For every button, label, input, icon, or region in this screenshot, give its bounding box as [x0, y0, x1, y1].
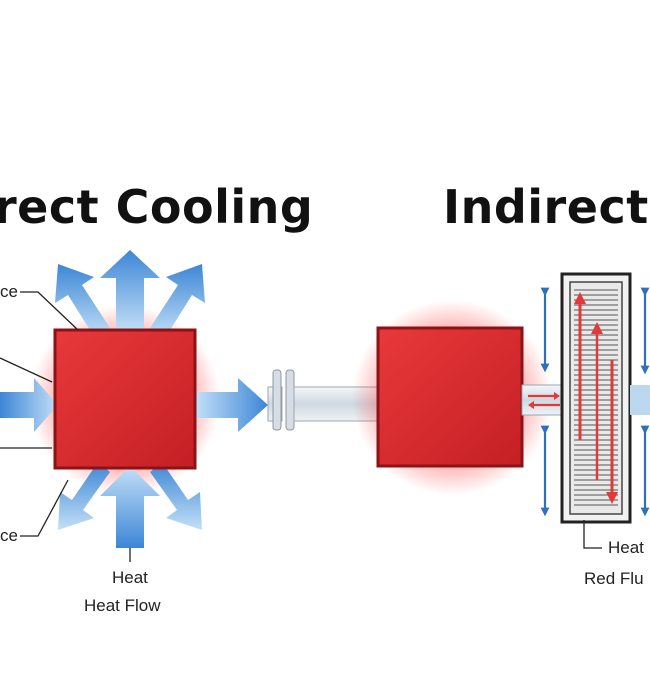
exchanger-right-arrows [630, 287, 650, 517]
indirect-label-red-fluid: Red Flu [584, 569, 644, 588]
leader-heat [583, 520, 602, 549]
indirect-cooling-title: Indirect [443, 180, 649, 234]
direct-label-top-left: ce [0, 282, 18, 301]
pipe-flange-1 [272, 369, 282, 431]
leader-left-1 [0, 357, 53, 383]
exchanger-outlet-pipe [630, 385, 650, 415]
red-fluid-mid-head [591, 322, 603, 334]
arrow-right [195, 378, 268, 432]
direct-label-heat-flow: Heat Flow [84, 596, 161, 615]
direct-label-bottom-left: ce [0, 526, 18, 545]
pipe-flange-2 [285, 369, 295, 431]
direct-cooling-panel [0, 250, 268, 562]
indirect-heat-block [376, 326, 524, 468]
indirect-label-heat: Heat [608, 538, 644, 557]
heat-exchanger [560, 272, 632, 524]
inlet-red-arrow-head-bottom [528, 401, 534, 409]
direct-heat-arrows [0, 250, 268, 548]
arrow-down-left [58, 462, 110, 530]
arrow-down-right [150, 462, 202, 530]
arrow-left [0, 378, 58, 432]
leader-top-left [20, 291, 79, 331]
direct-cooling-title: rect Cooling [0, 180, 314, 234]
arrow-up-center [100, 250, 160, 332]
arrow-down-center [100, 466, 160, 548]
arrow-up-left [55, 264, 110, 338]
arrow-up-right [150, 264, 205, 338]
direct-label-heat: Heat [112, 568, 148, 587]
red-fluid-down-head [606, 492, 618, 504]
direct-heat-block [53, 328, 197, 470]
exchanger-inlet-pipe [521, 384, 563, 416]
inlet-red-arrow-head-top [554, 392, 560, 400]
leader-bottom-left [20, 479, 69, 537]
red-fluid-up-head [574, 292, 586, 304]
indirect-cooling-panel [352, 272, 650, 549]
